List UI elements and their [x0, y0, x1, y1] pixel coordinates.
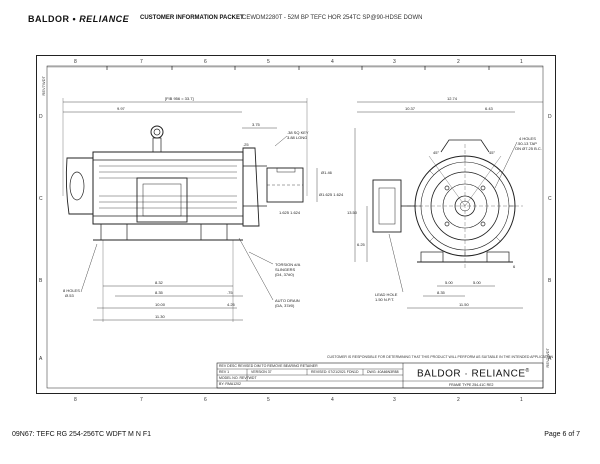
- dim-text: SLINGERS: [275, 267, 296, 272]
- footer-doc-id: 09N67: TEFC RG 254-256TC WDFT M N F1: [12, 431, 151, 438]
- title-block: CUSTOMER IS RESPONSIBLE FOR DETERMINING …: [217, 355, 553, 391]
- dim-text: .75: [227, 290, 233, 295]
- dim-text: 11.50: [459, 302, 469, 307]
- zone-label: 4: [331, 59, 334, 65]
- zone-label: 7: [140, 397, 143, 403]
- zone-label: 1: [520, 397, 523, 403]
- dim-text: 1.625 1.624: [279, 210, 301, 215]
- zone-label: 3: [393, 59, 396, 65]
- zone-label: 2: [457, 397, 460, 403]
- zone-label: B: [39, 278, 43, 284]
- disclaimer-note: CUSTOMER IS RESPONSIBLE FOR DETERMINING …: [327, 355, 554, 359]
- dim-text: 5.00: [445, 280, 454, 285]
- dim-text: 6.25: [357, 242, 366, 247]
- zone-label: 6: [204, 397, 207, 403]
- rev-line: REV DESC REVISED DIM TO REMOVE BEARING R…: [219, 364, 318, 368]
- zone-label: 5: [267, 59, 270, 65]
- zone-label: 5: [267, 397, 270, 403]
- by-cell: BY: RMA1202: [219, 382, 241, 386]
- dim-text: (D4, 37#0): [275, 272, 295, 277]
- zone-label: C: [548, 196, 552, 202]
- dim-text: LEAD HOLE: [375, 292, 398, 297]
- dim-text: ON Ø7.25 B.C.: [515, 146, 542, 151]
- dim-text: 45°: [489, 150, 495, 155]
- dim-text: TORSION #/A: [275, 262, 301, 267]
- zone-label: D: [39, 114, 43, 120]
- drawing-sheet: 8 7 6 5 4 3 2 1 8 7 6 5 4 3 2 1 D C B A …: [36, 55, 556, 403]
- dim-text: 8.35: [155, 290, 164, 295]
- zone-label: 3: [393, 397, 396, 403]
- page-number: Page 6 of 7: [544, 431, 580, 438]
- dim-text: 45°: [433, 150, 439, 155]
- model-no-cell: MODEL NO. REV7WDT: [219, 376, 257, 380]
- page-header: BALDOR • RELIANCE CUSTOMER INFORMATION P…: [0, 0, 600, 36]
- dim-text: 5.00: [473, 280, 482, 285]
- dim-text: 10.37: [405, 106, 416, 111]
- dim-text: Ø1.46: [321, 170, 333, 175]
- dim-text: 3.75: [252, 122, 261, 127]
- model-line: CEWDM2280T - 52M BP TEFC HOR 254TC SP@90…: [242, 15, 423, 21]
- zone-label: D: [548, 114, 552, 120]
- dim-text: 6.43: [485, 106, 494, 111]
- engineering-drawing: [FIB 956 = 33.7] 9.97 3.75 .25 .38 SQ KE…: [46, 65, 544, 389]
- dim-text: 8.35: [437, 290, 446, 295]
- zone-label: 8: [74, 59, 77, 65]
- dim-text: 6: [513, 264, 516, 269]
- dim-text: 10.00: [155, 302, 166, 307]
- dim-text: 3.88 LONG: [287, 135, 307, 140]
- dim-text: 12.74: [447, 96, 458, 101]
- dim-text: 8.32: [155, 280, 164, 285]
- zone-label: C: [39, 196, 43, 202]
- zone-label: 7: [140, 59, 143, 65]
- zone-label: 6: [204, 59, 207, 65]
- dwg-cell: DWG: 40A66N3R88: [367, 370, 399, 374]
- dim-text: 9.97: [117, 106, 126, 111]
- dim-text: 4.25: [227, 302, 236, 307]
- title-block-brand: BALDOR · RELIANCE®: [417, 368, 530, 380]
- dim-text: 4 HOLES: [519, 136, 536, 141]
- frame-type: FRAME TYPE 254-41C RE2: [449, 383, 494, 387]
- dim-text: .25: [243, 142, 249, 147]
- brand-logo: BALDOR • RELIANCE: [28, 14, 130, 24]
- packet-title: CUSTOMER INFORMATION PACKET: [140, 15, 244, 21]
- dim-text: AUTO DRAIN: [275, 298, 300, 303]
- rev-cell: REV 1: [219, 370, 230, 374]
- version-cell: VERSION 37: [251, 370, 272, 374]
- dim-text: [FIB 956 = 33.7]: [165, 96, 194, 101]
- zone-label: B: [548, 278, 552, 284]
- dim-text: .38 SQ KEY: [287, 130, 309, 135]
- dim-text: 13.50: [347, 210, 358, 215]
- dim-text: Ø.53: [65, 293, 74, 298]
- zone-label: 8: [74, 397, 77, 403]
- zone-label: A: [548, 356, 552, 362]
- dim-text: (DA, 37#0): [275, 303, 295, 308]
- dim-text: 8 HOLES: [63, 288, 80, 293]
- zone-label: 2: [457, 59, 460, 65]
- dim-text: 11.30: [155, 314, 165, 319]
- zone-label: A: [39, 356, 43, 362]
- zone-label: 1: [520, 59, 523, 65]
- zone-label: 4: [331, 397, 334, 403]
- revised-cell: REVISED: 07/21/2021 FDN1D: [311, 370, 359, 374]
- dim-text: 1.50 N.P.T.: [375, 297, 394, 302]
- dim-text: .50-13 TAP: [517, 141, 537, 146]
- dim-text: Ø1.625 1.624: [319, 192, 344, 197]
